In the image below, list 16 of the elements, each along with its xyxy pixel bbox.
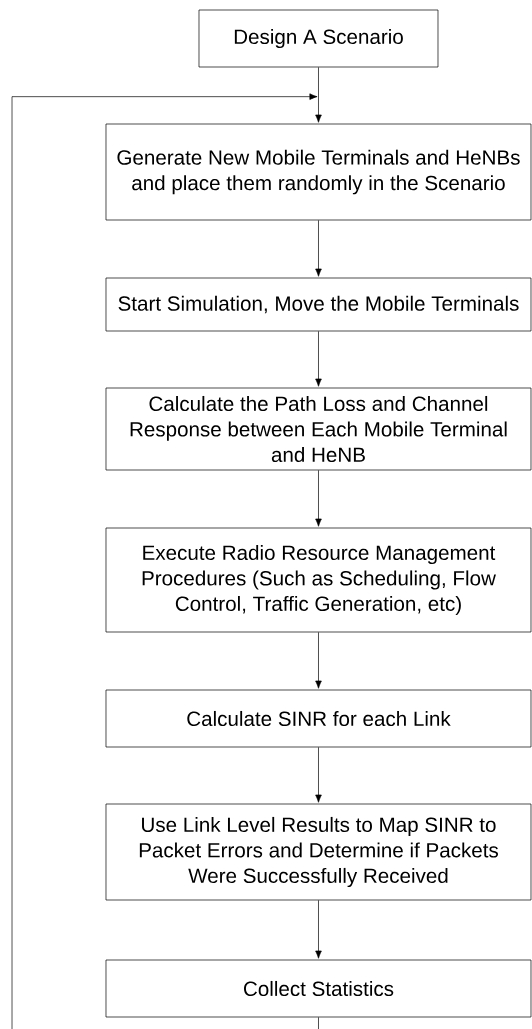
arrow bbox=[315, 220, 322, 277]
arrow bbox=[315, 632, 322, 689]
process-box: Calculate the Path Loss and Channel Response between Each Mobile Terminal and HeNB bbox=[105, 387, 532, 471]
arrow bbox=[315, 900, 322, 959]
process-box: Design A Scenario bbox=[198, 9, 439, 68]
arrow bbox=[11, 93, 318, 1029]
arrow bbox=[315, 331, 322, 387]
arrow bbox=[315, 747, 322, 803]
process-box: Collect Statistics bbox=[105, 959, 532, 1018]
process-box: Start Simulation, Move the Mobile Terminals bbox=[105, 277, 532, 332]
process-box: Generate New Mobile Terminals and HeNBs and place them randomly in the Scenario bbox=[105, 123, 532, 221]
process-box: Use Link Level Results to Map SINR to Packet Errors and Determine if Packets Were Successfully Received bbox=[105, 803, 532, 901]
arrow bbox=[315, 470, 322, 527]
process-box: Calculate SINR for each Link bbox=[105, 689, 532, 748]
process-box: Execute Radio Resource Management Procedures (Such as Scheduling, Flow Control, Traffic Generation, etc) bbox=[105, 527, 532, 633]
arrow bbox=[315, 67, 322, 123]
